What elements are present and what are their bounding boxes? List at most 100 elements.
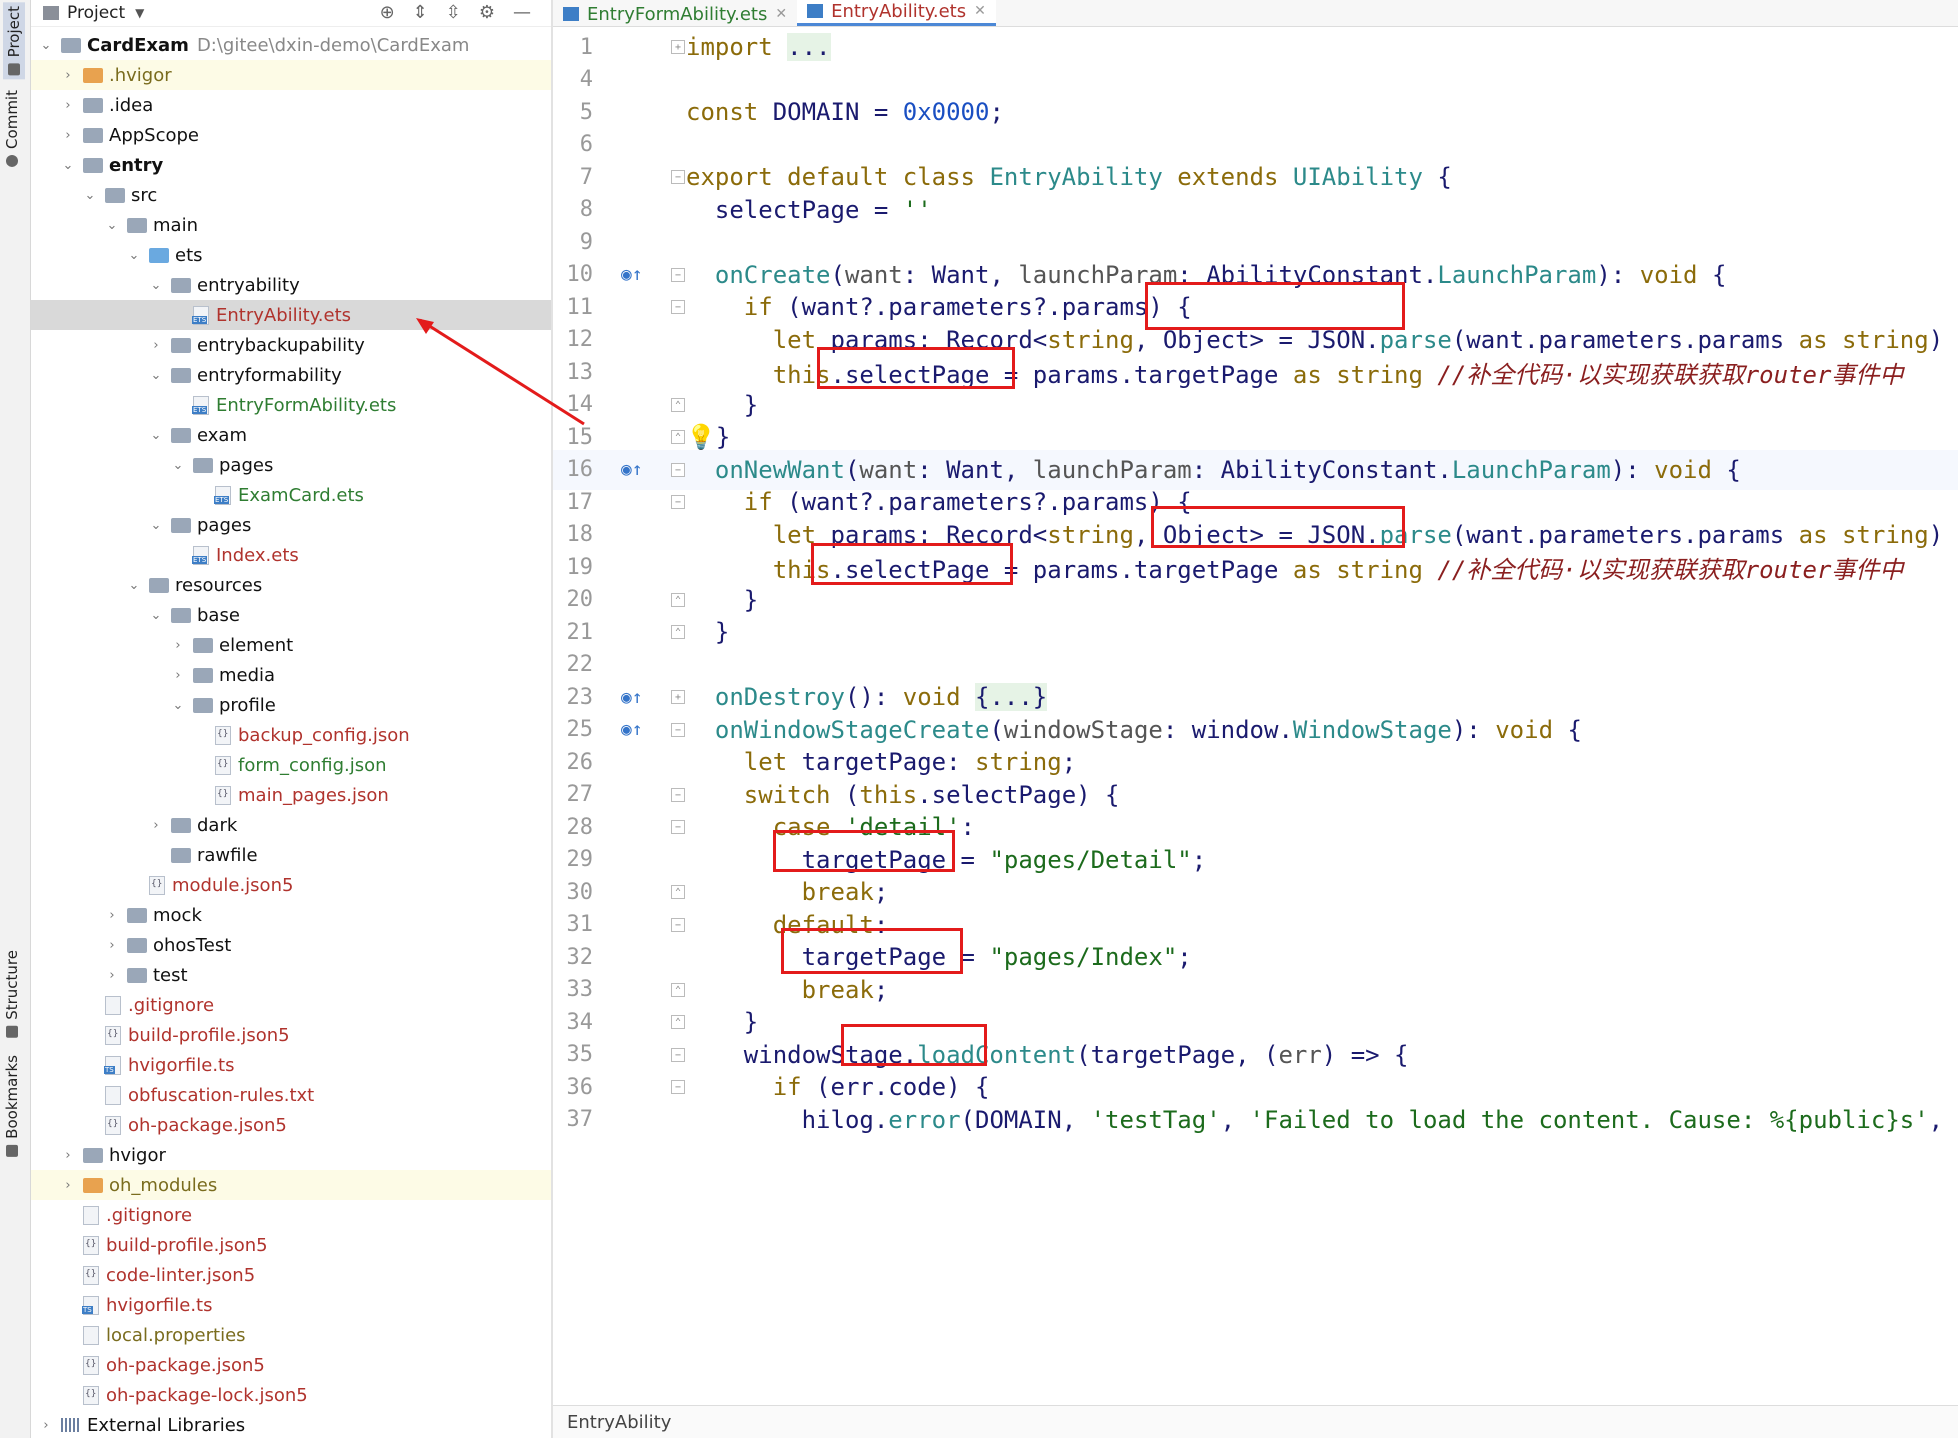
override-marker-icon[interactable]: ◉↑ bbox=[621, 264, 643, 285]
tree-node[interactable]: ⌄pages bbox=[31, 450, 551, 480]
override-marker-icon[interactable]: ◉↑ bbox=[621, 459, 643, 480]
chevron-down-icon[interactable]: ⌄ bbox=[128, 247, 140, 263]
expand-all-icon[interactable]: ⇕ bbox=[412, 2, 428, 23]
fold-icon[interactable]: − bbox=[671, 820, 685, 834]
chevron-right-icon[interactable]: › bbox=[153, 817, 159, 833]
fold-icon[interactable]: − bbox=[671, 495, 685, 509]
tree-node[interactable]: ⌄ets bbox=[31, 240, 551, 270]
code-line[interactable]: 7−export default class EntryAbility exte… bbox=[553, 157, 1958, 197]
code-line[interactable]: 6 bbox=[553, 125, 1958, 165]
chevron-right-icon[interactable]: › bbox=[65, 97, 71, 113]
chevron-down-icon[interactable]: ⌄ bbox=[172, 457, 184, 473]
tab-entryformability[interactable]: EntryFormAbility.ets✕ bbox=[553, 2, 797, 26]
bookmarks-tool-tab[interactable]: Bookmarks bbox=[3, 1055, 21, 1157]
tree-node[interactable]: hvigorfile.ts bbox=[31, 1050, 551, 1080]
code-line[interactable]: 26 let targetPage: string; bbox=[553, 742, 1958, 782]
close-icon[interactable]: ✕ bbox=[974, 3, 986, 19]
tree-node[interactable]: backup_config.json bbox=[31, 720, 551, 750]
fold-icon[interactable]: ⌃ bbox=[671, 592, 685, 607]
tree-node[interactable]: obfuscation-rules.txt bbox=[31, 1080, 551, 1110]
commit-tool-tab[interactable]: Commit bbox=[3, 90, 21, 167]
breadcrumb-label[interactable]: EntryAbility bbox=[567, 1411, 672, 1433]
code-line[interactable]: 19 this.selectPage = params.targetPage a… bbox=[553, 547, 1958, 587]
code-line[interactable]: 11− if (want?.parameters?.params) { bbox=[553, 287, 1958, 327]
code-line[interactable]: 32 targetPage = "pages/Index"; bbox=[553, 937, 1958, 977]
fold-icon[interactable]: − bbox=[671, 787, 685, 802]
fold-icon[interactable]: ⌃ bbox=[671, 982, 685, 997]
tree-node[interactable]: ⌄exam bbox=[31, 420, 551, 450]
tree-node[interactable]: ›media bbox=[31, 660, 551, 690]
code-line[interactable]: 30⌃ break; bbox=[553, 872, 1958, 912]
tree-node[interactable]: main_pages.json bbox=[31, 780, 551, 810]
code-line[interactable]: 36− if (err.code) { bbox=[553, 1067, 1958, 1107]
tree-node[interactable]: ›hvigor bbox=[31, 1140, 551, 1170]
tree-node[interactable]: form_config.json bbox=[31, 750, 551, 780]
tree-node[interactable]: ›.hvigor bbox=[31, 60, 551, 90]
chevron-right-icon[interactable]: › bbox=[175, 667, 181, 683]
chevron-right-icon[interactable]: › bbox=[65, 1177, 71, 1193]
tree-node[interactable]: ⌄src bbox=[31, 180, 551, 210]
fold-icon[interactable]: ⌃ bbox=[671, 885, 685, 899]
fold-icon[interactable]: + bbox=[671, 690, 685, 704]
tree-node[interactable]: ›ohosTest bbox=[31, 930, 551, 960]
chevron-right-icon[interactable]: › bbox=[65, 127, 71, 143]
fold-icon[interactable]: − bbox=[671, 300, 685, 314]
chevron-down-icon[interactable]: ⌄ bbox=[84, 187, 96, 203]
fold-icon[interactable]: ⌃ bbox=[671, 625, 685, 639]
code-line[interactable]: 23◉↑+ onDestroy(): void {...} bbox=[553, 677, 1958, 717]
tree-node[interactable]: build-profile.json5 bbox=[31, 1230, 551, 1260]
tree-node[interactable]: .gitignore bbox=[31, 990, 551, 1020]
code-line[interactable]: 31− default: bbox=[553, 905, 1958, 945]
tab-entryability[interactable]: EntryAbility.ets✕ bbox=[797, 0, 996, 26]
fold-icon[interactable]: ⌃ bbox=[671, 430, 685, 444]
tree-node[interactable]: rawfile bbox=[31, 840, 551, 870]
chevron-down-icon[interactable]: ⌄ bbox=[150, 427, 162, 443]
code-line[interactable]: 1+import ... bbox=[553, 27, 1958, 67]
override-marker-icon[interactable]: ◉↑ bbox=[621, 686, 643, 708]
tree-node[interactable]: hvigorfile.ts bbox=[31, 1290, 551, 1320]
fold-icon[interactable]: − bbox=[671, 1080, 685, 1094]
chevron-right-icon[interactable]: › bbox=[109, 907, 115, 923]
chevron-right-icon[interactable]: › bbox=[65, 67, 71, 83]
code-line[interactable]: 8 selectPage = '' bbox=[553, 190, 1958, 230]
tree-node[interactable]: ›.idea bbox=[31, 90, 551, 120]
chevron-down-icon[interactable]: ⌄ bbox=[172, 697, 184, 713]
tree-node[interactable]: ›AppScope bbox=[31, 120, 551, 150]
code-line[interactable]: 37 hilog.error(DOMAIN, 'testTag', 'Faile… bbox=[553, 1100, 1958, 1140]
code-line[interactable]: 4 bbox=[553, 60, 1958, 100]
fold-icon[interactable]: ⌃ bbox=[671, 397, 685, 412]
code-line[interactable]: 13 this.selectPage = params.targetPage a… bbox=[553, 352, 1958, 392]
chevron-down-icon[interactable]: ⌄ bbox=[128, 577, 140, 593]
tree-node[interactable]: build-profile.json5 bbox=[31, 1020, 551, 1050]
tree-node[interactable]: ›External Libraries bbox=[31, 1410, 551, 1440]
hide-icon[interactable]: — bbox=[513, 2, 531, 23]
code-line[interactable]: 27− switch (this.selectPage) { bbox=[553, 775, 1958, 815]
tree-node[interactable]: ⌄entry bbox=[31, 150, 551, 180]
chevron-down-icon[interactable]: ⌄ bbox=[150, 607, 162, 623]
code-line[interactable]: 29 targetPage = "pages/Detail"; bbox=[553, 840, 1958, 880]
tree-node[interactable]: ⌄main bbox=[31, 210, 551, 240]
tree-node[interactable]: local.properties bbox=[31, 1320, 551, 1350]
tree-node[interactable]: code-linter.json5 bbox=[31, 1260, 551, 1290]
tree-node[interactable]: ⌄base bbox=[31, 600, 551, 630]
code-line[interactable]: 9 bbox=[553, 222, 1958, 262]
code-line[interactable]: 21⌃ } bbox=[553, 612, 1958, 652]
chevron-right-icon[interactable]: › bbox=[43, 1417, 49, 1433]
override-marker-icon[interactable]: ◉↑ bbox=[621, 719, 643, 740]
tree-node[interactable]: .gitignore bbox=[31, 1200, 551, 1230]
chevron-right-icon[interactable]: › bbox=[175, 637, 181, 653]
tree-node[interactable]: EntryAbility.ets bbox=[31, 300, 551, 330]
code-line[interactable]: 35− windowStage.loadContent(targetPage, … bbox=[553, 1035, 1958, 1075]
chevron-right-icon[interactable]: › bbox=[153, 337, 159, 353]
locate-icon[interactable]: ⊕ bbox=[379, 2, 395, 23]
tree-node[interactable]: ›element bbox=[31, 630, 551, 660]
tree-node[interactable]: ›oh_modules bbox=[31, 1170, 551, 1200]
chevron-down-icon[interactable]: ⌄ bbox=[40, 37, 52, 53]
chevron-down-icon[interactable]: ⌄ bbox=[106, 217, 118, 233]
project-tool-tab[interactable]: Project bbox=[3, 2, 25, 80]
collapse-all-icon[interactable]: ⇳ bbox=[445, 2, 461, 23]
chevron-down-icon[interactable]: ▼ bbox=[135, 6, 145, 20]
tree-node[interactable]: Index.ets bbox=[31, 540, 551, 570]
